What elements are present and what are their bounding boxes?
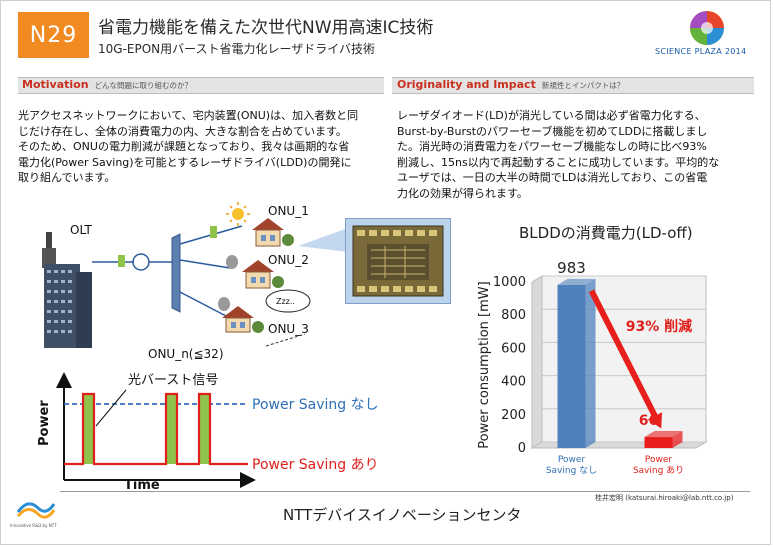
category-label: Saving なし [546, 465, 597, 476]
burst-signal-label: 光バースト信号 [128, 373, 218, 388]
page-title: 省電力機能を備えた次世代NW用高速IC技術 [98, 18, 434, 38]
reduction-arrow-shaft [588, 289, 662, 425]
power-axis-label: Power [37, 400, 52, 446]
y-tick-label: 0 [518, 441, 526, 456]
reduction-arrow-head [647, 412, 663, 429]
burst-callout-line [95, 389, 127, 427]
onu1-house-icon [252, 218, 294, 247]
category-label: Power [645, 455, 673, 465]
onu2-label: ONU_2 [268, 253, 309, 267]
chart-title: BLDDの消費電力(LD-off) [519, 224, 693, 242]
reduction-annotation: 93% 削減 [626, 318, 692, 335]
power-saving-waveform-plot: Power Time 光バースト信号 Power Saving なし Power… [37, 372, 379, 493]
ntt-innovative-logo-icon [16, 502, 56, 519]
onu1-label: ONU_1 [268, 204, 309, 218]
bar-side [585, 278, 596, 448]
optical-splitter-icon [171, 233, 181, 313]
category-label: Saving あり [633, 465, 684, 476]
chart-side-wall [531, 275, 543, 449]
onu3-label: ONU_3 [268, 322, 309, 336]
fiber-coil-icon [132, 253, 150, 271]
bar-side [672, 431, 683, 448]
ntt-logo-caption: Innovative R&D by NTT [10, 523, 57, 528]
olt-label: OLT [70, 223, 92, 237]
onu3-house-icon [218, 297, 264, 333]
y-tick-label: 400 [501, 375, 526, 390]
bar-top [644, 431, 683, 438]
y-tick-label: 1000 [493, 275, 526, 290]
bar [644, 437, 673, 448]
y-tick-label: 200 [501, 408, 526, 423]
onu-n-label: ONU_n(≦32) [148, 347, 224, 361]
motivation-text: 光アクセスネットワークにおいて、宅内装置(ONU)は、加入者数と同 じだけ存在し… [18, 109, 359, 184]
burst-signal-pulses [83, 394, 210, 464]
onu2-house-icon [226, 255, 284, 289]
science-plaza-logo-text: SCIENCE PLAZA 2014 [655, 47, 747, 56]
sun-icon [226, 202, 250, 226]
exhibit-number-badge: N29 [18, 12, 89, 58]
sleep-zzz-label: Zzz.. [276, 297, 295, 306]
category-label: Power [558, 455, 586, 465]
footer-contact: 桂井宏明 (katsurai.hiroaki@lab.ntt.co.jp) [595, 494, 734, 502]
legend-with-power-saving: Power Saving あり [252, 457, 379, 473]
page-subtitle: 10G-EPON用バースト省電力化レーザドライバ技術 [98, 42, 376, 56]
network-diagram: OLT ONU_1 ONU_2 [42, 202, 348, 361]
footer-divider [60, 491, 750, 492]
y-tick-label: 600 [501, 341, 526, 356]
time-axis-label: Time [124, 478, 160, 493]
y-tick-label: 800 [501, 308, 526, 323]
upstream-signal-block [118, 255, 125, 267]
science-plaza-logo-icon [690, 11, 724, 45]
originality-subheading: 新規性とインパクトは？ [541, 81, 625, 90]
sleep-speech-bubble [265, 289, 311, 313]
originality-header-bar [392, 77, 754, 94]
olt-building-icon [42, 232, 92, 348]
originality-text: レーザダイオード(LD)が消光している間は必ず省電力化する、 Burst-by-… [397, 109, 720, 200]
footer-organization: NTTデバイスイノベーションセンタ [283, 506, 522, 524]
bar [557, 284, 586, 448]
legend-without-power-saving: Power Saving なし [252, 397, 379, 413]
bar-value-label: 983 [557, 259, 586, 277]
y-axis-label: Power consumption [mW] [477, 281, 492, 448]
motivation-header-bar [18, 77, 384, 94]
onu1-signal-block [210, 226, 217, 238]
motivation-subheading: どんな問題に取り組むのか？ [94, 81, 193, 90]
power-saving-waveform [64, 392, 248, 466]
ldd-chip-photo [345, 218, 451, 304]
bar-top [557, 278, 596, 285]
